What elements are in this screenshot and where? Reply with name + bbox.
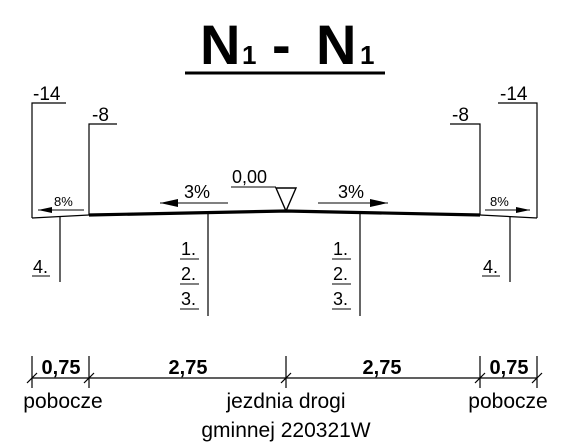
slope-annotations: 3% 3% 8% 8% — [38, 182, 530, 213]
label-right-shoulder: pobocze — [468, 390, 547, 413]
offset-outer-left-label: -14 — [33, 84, 61, 105]
road-profile — [31, 209, 538, 219]
layer3-left-label: 3. — [181, 289, 196, 309]
right-shoulder-surface — [479, 214, 538, 219]
dim-left-shoulder-value: 0,75 — [42, 357, 81, 379]
slope-right-carriageway-label: 3% — [338, 182, 364, 202]
layer4-right-label: 4. — [483, 257, 498, 277]
title-letter-right: N — [316, 13, 356, 76]
dimension-line: 0,75 2,75 2,75 0,75 — [26, 356, 543, 388]
label-road-line1: jezdnia drogi — [225, 390, 345, 413]
slope-left-arrow-icon — [160, 199, 178, 207]
dim-right-lane-value: 2,75 — [363, 357, 402, 379]
label-road-line2: gminnej 220321W — [201, 419, 370, 442]
offset-inner-left-label: -8 — [92, 105, 109, 126]
offset-outer-right-leader — [498, 102, 538, 218]
dim-tick-1 — [26, 372, 38, 384]
title-subscript-right: 1 — [360, 40, 374, 70]
slope-right-arrow-icon — [370, 199, 388, 207]
slope-left-shoulder-label: 8% — [54, 194, 73, 209]
title-letter-left: N — [200, 13, 240, 76]
layer2-left-label: 2. — [181, 264, 196, 284]
layer-callouts: 4. 1. 2. 3. 1. 2. 3. 4. — [32, 213, 511, 316]
slope-right-shoulder-label: 8% — [490, 194, 509, 209]
slope-right-shoulder-arrow-icon — [516, 207, 530, 213]
offset-outer-right-label: -14 — [500, 84, 528, 105]
element-labels: pobocze jezdnia drogi gminnej 220321W po… — [23, 390, 547, 442]
elevation-triangle-icon — [274, 187, 298, 213]
offset-inner-left-leader — [88, 123, 117, 215]
elevation-mark: 0,00 — [231, 167, 298, 213]
slope-left-shoulder-arrow-icon — [38, 207, 52, 213]
offset-outer-left-leader — [31, 102, 66, 218]
label-left-shoulder: pobocze — [23, 390, 102, 413]
offset-markers: -14 -8 -8 -14 — [31, 84, 538, 218]
dim-left-lane-value: 2,75 — [169, 357, 208, 379]
dim-tick-2 — [83, 372, 95, 384]
layer1-right-label: 1. — [333, 239, 348, 259]
layer3-right-label: 3. — [333, 289, 348, 309]
layer2-right-label: 2. — [333, 264, 348, 284]
offset-inner-right-leader — [450, 123, 481, 215]
dim-right-shoulder-value: 0,75 — [490, 357, 529, 379]
title-dash: - — [272, 13, 291, 76]
dim-tick-5 — [531, 372, 543, 384]
title-subscript-left: 1 — [242, 40, 256, 70]
dim-tick-4 — [474, 372, 486, 384]
elevation-value: 0,00 — [232, 167, 267, 187]
carriageway-surface — [88, 209, 481, 217]
left-shoulder-surface — [31, 214, 90, 219]
slope-left-carriageway-label: 3% — [184, 182, 210, 202]
layer1-left-label: 1. — [181, 239, 196, 259]
dim-tick-3 — [280, 372, 292, 384]
offset-inner-right-label: -8 — [452, 105, 469, 126]
layer4-left-label: 4. — [33, 257, 48, 277]
section-title: N 1 - N 1 — [185, 13, 385, 76]
